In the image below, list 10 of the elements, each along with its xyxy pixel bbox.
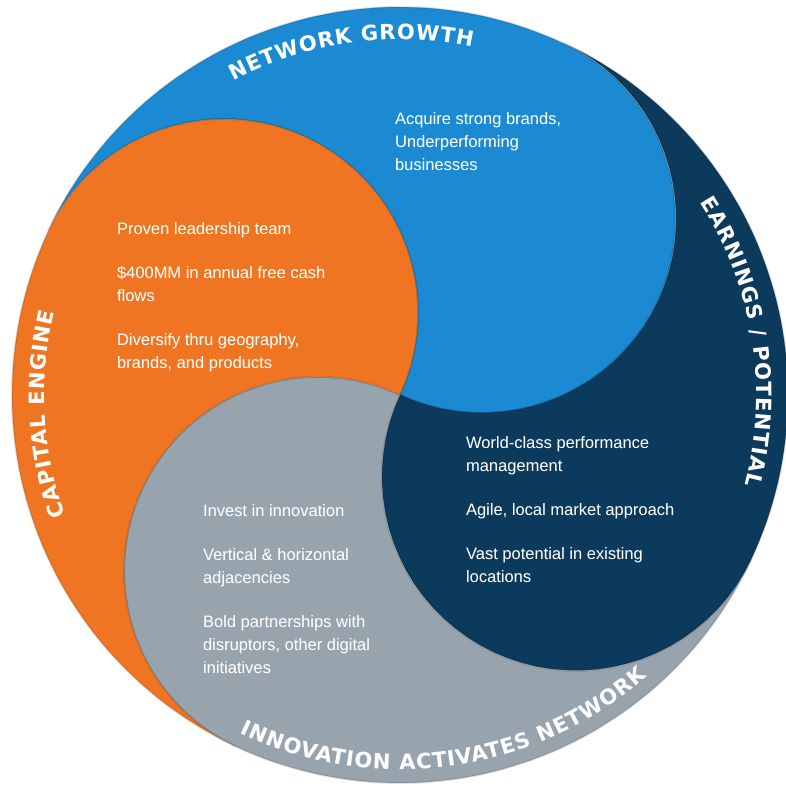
body-text: Proven leadership team [116, 218, 292, 240]
body-text: Invest in innovation [202, 500, 346, 522]
body-text: Agile, local market approach [466, 500, 676, 521]
body-text: Vast potential in existing locations [466, 544, 644, 588]
body-text: Acquire strong brands, Underperforming businesses [394, 108, 562, 176]
body-text: Bold partnerships with disruptors, other digital initiatives [202, 612, 371, 679]
body-text: $400MM in annual free cash flows [116, 262, 326, 307]
body-text: Diversify thru geography, brands, and products [116, 330, 300, 374]
body-text: Vertical & horizontal adjacencies [202, 544, 350, 589]
body-text: World-class performance management [466, 432, 650, 477]
